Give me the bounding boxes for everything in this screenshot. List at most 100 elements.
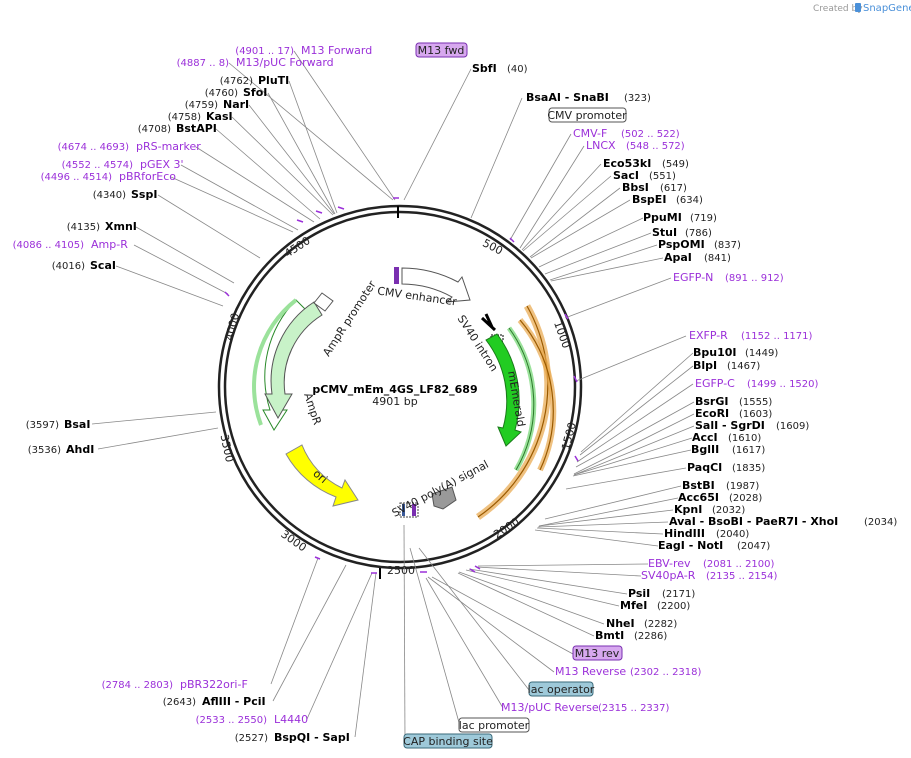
svg-text:(2034): (2034) <box>864 517 897 528</box>
site-label-lncx: LNCX(548 .. 572) <box>586 139 685 152</box>
site-label-avai-xhoi: AvaI - BsoBI - PaeR7I - XhoI (2034) <box>669 515 897 528</box>
site-label-xmni: (4135) XmnI <box>67 220 137 233</box>
svg-text:(4135): (4135) <box>67 222 100 233</box>
svg-text:(4760): (4760) <box>205 88 238 99</box>
svg-text:(4496 .. 4514): (4496 .. 4514) <box>41 172 113 183</box>
site-label-amp-r: (4086 .. 4105)Amp-R <box>13 238 129 251</box>
svg-text:(617): (617) <box>660 183 687 194</box>
svg-text:AvaI - BsoBI - PaeR7I - XhoI: AvaI - BsoBI - PaeR7I - XhoI <box>669 515 838 528</box>
site-label-cmv-f: CMV-F (502 .. 522) <box>573 127 680 140</box>
svg-text:pGEX 3': pGEX 3' <box>140 158 184 171</box>
svg-text:(2533 .. 2550): (2533 .. 2550) <box>196 715 268 726</box>
site-label-bmti: BmtI(2286) <box>595 629 667 642</box>
snapgene-logo-icon <box>855 3 861 12</box>
svg-text:AccI: AccI <box>692 431 718 444</box>
tick-1500: 1500 <box>559 421 579 451</box>
site-label-paqci: PaqCI(1835) <box>687 461 765 474</box>
svg-text:BbsI: BbsI <box>622 181 649 194</box>
svg-text:NheI: NheI <box>606 617 635 630</box>
backbone <box>217 204 583 570</box>
svg-text:(502 .. 522): (502 .. 522) <box>621 129 680 140</box>
svg-text:M13 Forward: M13 Forward <box>301 44 372 57</box>
svg-text:SfoI: SfoI <box>243 86 267 99</box>
site-label-m13-puc-reverse: M13/pUC Reverse(2315 .. 2337) <box>501 701 670 714</box>
site-label-afliii-pcii: (2643)AflIII - PciI <box>163 695 266 708</box>
svg-text:Bpu10I: Bpu10I <box>693 346 737 359</box>
svg-text:CMV-F: CMV-F <box>573 127 607 140</box>
site-label-m13-puc-forward: (4887 .. 8)M13/pUC Forward <box>177 56 334 69</box>
site-label-saci: SacI(551) <box>613 169 676 182</box>
site-label-apai: ApaI(841) <box>664 251 731 264</box>
site-label-stui: StuI(786) <box>652 226 712 239</box>
svg-text:BglII: BglII <box>691 443 719 456</box>
svg-text:(634): (634) <box>676 195 703 206</box>
site-label-bpu10i: Bpu10I (1449) <box>693 346 778 359</box>
svg-text:(4762): (4762) <box>220 76 253 87</box>
svg-text:(2171): (2171) <box>662 589 695 600</box>
site-label-pbr322ori-f: (2784 .. 2803)pBR322ori-F <box>102 678 248 691</box>
svg-text:(4552 .. 4574): (4552 .. 4574) <box>62 160 134 171</box>
site-label-sspi: (4340)SspI <box>93 188 158 201</box>
site-label-egfp-n: EGFP-N(891 .. 912) <box>673 271 784 284</box>
svg-text:(4887 .. 8): (4887 .. 8) <box>177 58 229 69</box>
tick-4000: 4000 <box>223 312 242 342</box>
svg-text:StuI: StuI <box>652 226 677 239</box>
svg-text:(2302 .. 2318): (2302 .. 2318) <box>630 667 702 678</box>
svg-text:EagI - NotI: EagI - NotI <box>658 539 723 552</box>
svg-text:(40): (40) <box>507 64 528 75</box>
svg-text:pBR322ori-F: pBR322ori-F <box>180 678 248 691</box>
site-label-bglii: BglII(1617) <box>691 443 765 456</box>
svg-text:(1467): (1467) <box>727 361 760 372</box>
tick-2000: 2000 <box>491 515 522 541</box>
site-label-ppumi: PpuMI(719) <box>643 211 717 224</box>
svg-text:pBRforEco: pBRforEco <box>119 170 176 183</box>
site-label-sbfi: SbfI(40) <box>472 62 528 75</box>
feature-memerald-halo <box>476 304 557 520</box>
svg-text:BspQI - SapI: BspQI - SapI <box>274 731 350 744</box>
right-site-labels: SbfI(40) BsaAI - SnaBI(323) CMV-F(502 ..… <box>472 62 897 714</box>
site-label-ahdi: (3536)AhdI <box>28 443 95 456</box>
svg-text:XmnI: XmnI <box>105 220 137 233</box>
svg-text:PsiI: PsiI <box>628 587 650 600</box>
site-label-bspei: BspEI(634) <box>632 193 703 206</box>
svg-text:BsrGI: BsrGI <box>695 395 728 408</box>
svg-text:(841): (841) <box>704 253 731 264</box>
svg-text:HindIII: HindIII <box>664 527 705 540</box>
svg-text:(2135 .. 2154): (2135 .. 2154) <box>706 571 778 582</box>
svg-text:(2047): (2047) <box>737 541 770 552</box>
feature-ampr-promoter: AmpR promoter <box>313 278 379 359</box>
svg-text:(1603): (1603) <box>739 409 772 420</box>
svg-text:(1449): (1449) <box>745 348 778 359</box>
svg-text:Acc65I: Acc65I <box>678 491 719 504</box>
svg-text:(551): (551) <box>649 171 676 182</box>
tick-500: 500 <box>480 236 505 257</box>
svg-text:(1987): (1987) <box>726 481 759 492</box>
cmv-promoter-box: CMV promoter <box>547 107 627 123</box>
site-label-prs-marker: (4674 .. 4693) pRS-marker <box>58 140 202 153</box>
m13rev-box: M13 rev <box>572 645 623 661</box>
site-label-sv40pa-r: SV40pA-R(2135 .. 2154) <box>641 569 778 582</box>
leader-lines-left <box>91 50 396 738</box>
svg-text:(2282): (2282) <box>644 619 677 630</box>
plasmid-length: 4901 bp <box>372 395 417 408</box>
feature-cmv-enhancer: CMV enhancer <box>376 267 471 309</box>
svg-text:SalI - SgrDI: SalI - SgrDI <box>695 419 765 432</box>
svg-text:(4901 .. 17): (4901 .. 17) <box>235 46 294 57</box>
svg-text:(4674 .. 4693): (4674 .. 4693) <box>58 142 130 153</box>
svg-text:EGFP-N: EGFP-N <box>673 271 713 284</box>
svg-text:(719): (719) <box>690 213 717 224</box>
plasmid-name: pCMV_mEm_4GS_LF82_689 <box>312 383 477 396</box>
svg-text:(4086 .. 4105): (4086 .. 4105) <box>13 240 85 251</box>
site-label-pgex3: (4552 .. 4574) pGEX 3' <box>62 158 184 171</box>
svg-text:pRS-marker: pRS-marker <box>136 140 201 153</box>
lac-promoter-label: lac promoter <box>459 719 530 732</box>
svg-text:(1555): (1555) <box>739 397 772 408</box>
svg-text:(3536): (3536) <box>28 445 61 456</box>
site-label-m13-reverse: M13 Reverse(2302 .. 2318) <box>555 665 702 678</box>
feature-ampr: AmpR <box>252 298 324 431</box>
site-label-egfp-c: EGFP-C(1499 .. 1520) <box>695 377 819 390</box>
site-label-nhei: NheI (2282) <box>606 617 677 630</box>
site-label-eco53ki: Eco53kI(549) <box>603 157 689 170</box>
site-label-m13-forward: (4901 .. 17) M13 Forward <box>235 44 372 57</box>
